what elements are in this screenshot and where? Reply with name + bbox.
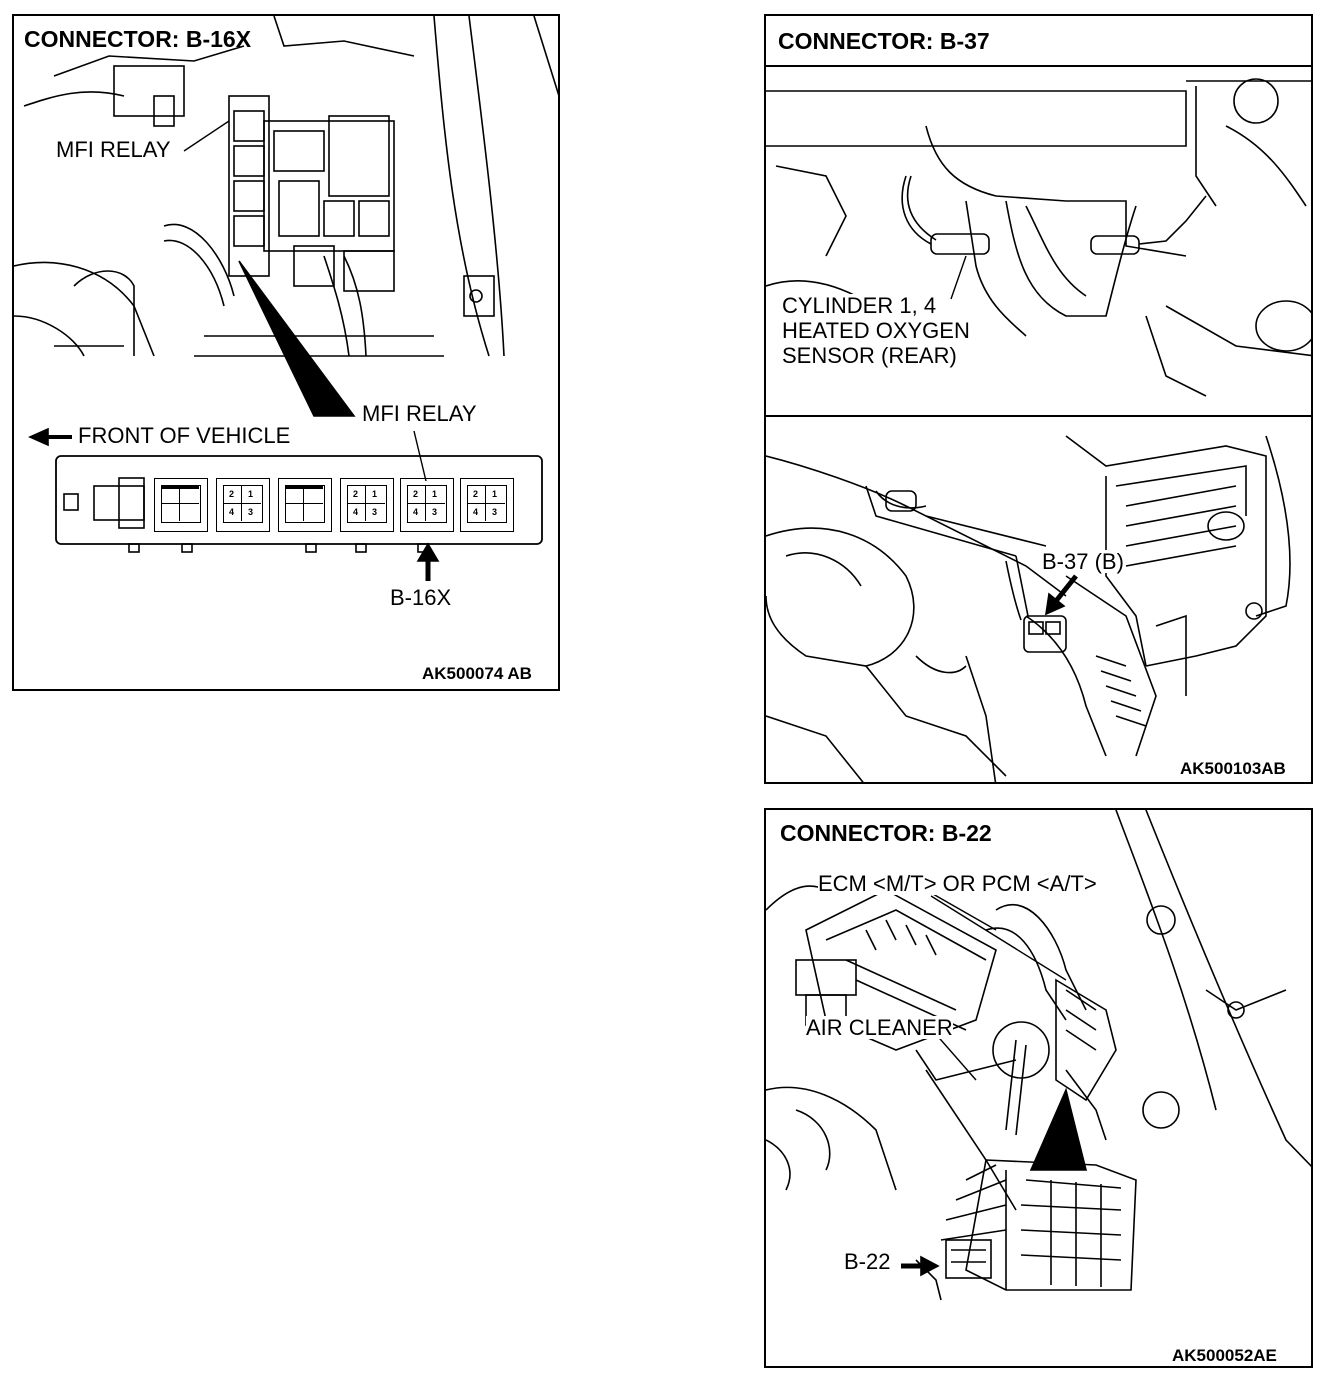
b22-figure-code: AK500052AE [1172, 1346, 1277, 1365]
panel-connector-b16x: 2 1 4 3 2 1 4 3 2 1 4 3 2 1 4 3 CONNECTO… [12, 14, 560, 691]
pin-label: 2 [473, 489, 479, 499]
relay-socket-3 [278, 478, 332, 532]
b37-connector-label: B-37 (B) [1042, 549, 1124, 574]
pin-label: 2 [413, 489, 419, 499]
panel-connector-b37: CONNECTOR: B-37 CYLINDER 1, 4 HEATED OXY… [764, 14, 1313, 784]
pin-label: 4 [473, 507, 479, 517]
panel-connector-b22: CONNECTOR: B-22 ECM <M/T> OR PCM <A/T> A… [764, 808, 1313, 1368]
front-of-vehicle-label: FRONT OF VEHICLE [78, 423, 291, 448]
pin-label: 3 [372, 507, 378, 517]
relay-socket-4: 2 1 4 3 [340, 478, 394, 532]
relay-socket-6: 2 1 4 3 [460, 478, 514, 532]
b37-figure-code: AK500103AB [1180, 759, 1286, 778]
b37-sensor-label-line2: HEATED OXYGEN [782, 318, 970, 343]
pin-label: 1 [492, 489, 498, 499]
pin-label: 4 [413, 507, 419, 517]
b16x-title: CONNECTOR: B-16X [24, 26, 252, 52]
pin-label: 4 [229, 507, 235, 517]
b16x-mfi-relay-bottom-label: MFI RELAY [362, 401, 477, 426]
pin-label: 2 [229, 489, 235, 499]
b16x-engine-bay-illustration [14, 16, 558, 581]
b16x-connector-label: B-16X [390, 585, 452, 610]
relay-socket-1 [154, 478, 208, 532]
b22-air-cleaner-label: AIR CLEANER [806, 1015, 953, 1040]
b22-connector-label: B-22 [844, 1249, 891, 1274]
pin-label: 3 [248, 507, 254, 517]
b37-sensor-label-line3: SENSOR (REAR) [782, 343, 957, 368]
b37-title: CONNECTOR: B-37 [778, 28, 990, 54]
pin-label: 1 [432, 489, 438, 499]
b16x-figure-code: AK500074 AB [422, 664, 532, 683]
b37-sensor-label-line1: CYLINDER 1, 4 [782, 293, 937, 318]
b16x-mfi-relay-top-label: MFI RELAY [56, 137, 171, 162]
relay-socket-mfi: 2 1 4 3 [400, 478, 454, 532]
relay-socket-2: 2 1 4 3 [216, 478, 270, 532]
b22-ecm-label: ECM <M/T> OR PCM <A/T> [818, 871, 1097, 896]
pin-label: 2 [353, 489, 359, 499]
b37-illustration [766, 65, 1311, 782]
b22-title: CONNECTOR: B-22 [780, 820, 992, 846]
pin-label: 1 [248, 489, 254, 499]
pin-label: 3 [492, 507, 498, 517]
pin-label: 4 [353, 507, 359, 517]
pin-label: 1 [372, 489, 378, 499]
pin-label: 3 [432, 507, 438, 517]
